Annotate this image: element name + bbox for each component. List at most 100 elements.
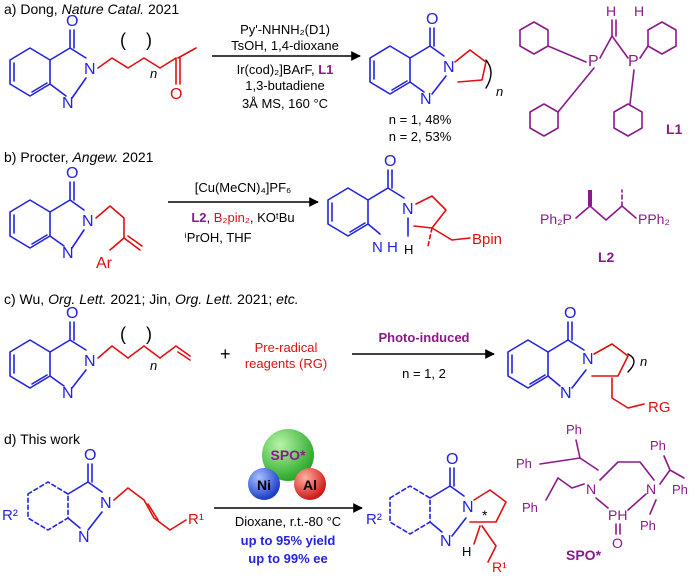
panel-a-title: a) Dong, Nature Catal. 2021	[4, 1, 179, 17]
d-o-label: O	[84, 447, 96, 464]
l2-left: Ph₂P	[540, 211, 572, 227]
product-a-n1: N	[420, 91, 432, 108]
d-prod-star: *	[482, 507, 488, 523]
reagent-a-5: 3Å MS, 160 °C	[242, 96, 328, 111]
c-bracket-left: (	[120, 324, 126, 344]
d-prod-n: N	[462, 499, 474, 516]
d-prod-h: H	[462, 544, 471, 559]
reagent-b-3: ⁱPrOH, THF	[184, 230, 251, 245]
l1-p-left: P	[588, 53, 599, 70]
n1-label: N	[62, 95, 74, 112]
b-ar-label: Ar	[96, 255, 113, 272]
b-o-label: O	[66, 165, 78, 182]
c-n-values: n = 1, 2	[402, 366, 446, 381]
panel-b-product: O N N H H Bpin	[327, 153, 502, 257]
panel-d: d) This work R² O N N R¹ SPO* Ni Al Di	[2, 422, 688, 575]
panel-d-substrate: R² O N N R¹	[2, 447, 204, 546]
bracket-left: (	[120, 30, 126, 50]
reagent-b-2: L2, B₂pin₂, KOᵗBu	[191, 210, 294, 225]
b-prod-n: N	[402, 201, 414, 218]
spo-ph-atom: PH	[608, 507, 627, 523]
spo-n-right: N	[646, 481, 656, 497]
spo-ph-3: Ph	[522, 500, 538, 515]
c-n-sub: n	[150, 358, 157, 373]
yield-a-1: n = 1, 48%	[389, 112, 452, 127]
n3-label: N	[84, 61, 96, 78]
l1-p-right: P	[628, 53, 639, 70]
panel-b: b) Procter, Angew. 2021 O N N Ar [Cu(MeC…	[4, 149, 670, 272]
panel-b-substrate: O N N Ar	[9, 165, 143, 272]
photo-induced: Photo-induced	[379, 330, 470, 345]
bracket-right: )	[146, 30, 152, 50]
carbonyl-o-label: O	[66, 13, 78, 30]
c-prod-o: O	[564, 305, 576, 322]
d-prod-r1: R¹	[492, 559, 507, 575]
d-prod-r2: R²	[366, 511, 382, 528]
b-prod-bpin: Bpin	[472, 231, 502, 248]
product-a-n: N	[443, 59, 455, 76]
spo-o: O	[612, 535, 623, 551]
conditions-d: Dioxane, r.t.-80 °C	[235, 514, 341, 529]
c-o-label: O	[66, 305, 78, 322]
panel-c-substrate: O N N ( ) n	[9, 305, 191, 402]
c-prod-n: N	[582, 351, 594, 368]
spo-ph-2: Ph	[516, 456, 532, 471]
al-sphere	[294, 468, 326, 500]
product-a-n-sub: n	[496, 84, 503, 99]
l1-h-right: H	[634, 3, 644, 19]
spo-n-left: N	[586, 481, 596, 497]
b-prod-o: O	[384, 153, 396, 170]
c-bracket-right: )	[146, 324, 152, 344]
n-subscript: n	[150, 66, 157, 81]
catalyst-spheres: SPO* Ni Al	[248, 429, 326, 500]
d-n3: N	[100, 495, 112, 512]
spo-sphere	[262, 429, 314, 481]
panel-d-title: d) This work	[4, 431, 81, 447]
c-n3: N	[84, 353, 96, 370]
ketone-o-label: O	[170, 86, 182, 103]
pre-radical-2: reagents (RG)	[245, 356, 327, 371]
panel-a: a) Dong, Nature Catal. 2021 O N N ( ) n …	[4, 1, 683, 144]
reagent-a-2: TsOH, 1,4-dioxane	[231, 38, 339, 53]
ee-d: up to 99% ee	[248, 551, 327, 566]
panel-c-product: O N N n RG	[507, 305, 671, 416]
ligand-l1: P P H H L1	[519, 3, 683, 137]
b-prod-h: H	[404, 242, 413, 257]
reagent-a-4: 1,3-butadiene	[245, 78, 325, 93]
al-sphere-label: Al	[303, 477, 317, 493]
spo-ph-5: Ph	[672, 482, 688, 497]
spo-ph-1: Ph	[566, 422, 582, 437]
spo-sphere-label: SPO*	[270, 447, 306, 463]
panel-a-substrate: O N N ( ) n O	[9, 13, 197, 112]
reagent-b-1: [Cu(MeCN)₄]PF₆	[195, 180, 292, 195]
panel-b-title: b) Procter, Angew. 2021	[4, 149, 154, 165]
c-prod-n1: N	[560, 385, 572, 402]
panel-d-product: R² O N N * H R¹	[366, 451, 507, 575]
l2-right: PPh₂	[638, 211, 670, 227]
c-prod-rg: RG	[648, 399, 671, 416]
spo-ph-4: Ph	[650, 438, 666, 453]
l2-label: L2	[598, 249, 615, 265]
product-a-o: O	[426, 11, 438, 28]
l1-label: L1	[666, 121, 683, 137]
c-n1: N	[62, 385, 74, 402]
reagent-a-1: Py'-NHNH₂(D1)	[240, 22, 330, 37]
l1-h-left: H	[606, 3, 616, 19]
plus-sign: +	[220, 344, 231, 364]
c-prod-n-sub: n	[640, 354, 647, 369]
ni-sphere-label: Ni	[257, 477, 271, 493]
panel-c: c) Wu, Org. Lett. 2021; Jin, Org. Lett. …	[4, 291, 671, 416]
d-prod-n1: N	[440, 533, 452, 550]
b-n1: N	[62, 245, 74, 262]
panel-a-product: O N N n	[369, 11, 503, 108]
spo-ph-6: Ph	[640, 518, 656, 533]
d-r1-label: R¹	[188, 511, 204, 528]
d-r2-left: R²	[2, 507, 18, 524]
yield-d: up to 95% yield	[241, 533, 336, 548]
ligand-l2: Ph₂P PPh₂ L2	[540, 189, 670, 265]
pre-radical-1: Pre-radical	[255, 340, 318, 355]
spo-ligand: Ph Ph Ph N PH O N Ph Ph Ph SPO*	[516, 422, 688, 563]
d-n1: N	[78, 529, 90, 546]
ni-sphere	[248, 468, 280, 500]
b-prod-nh: N H	[372, 239, 398, 256]
